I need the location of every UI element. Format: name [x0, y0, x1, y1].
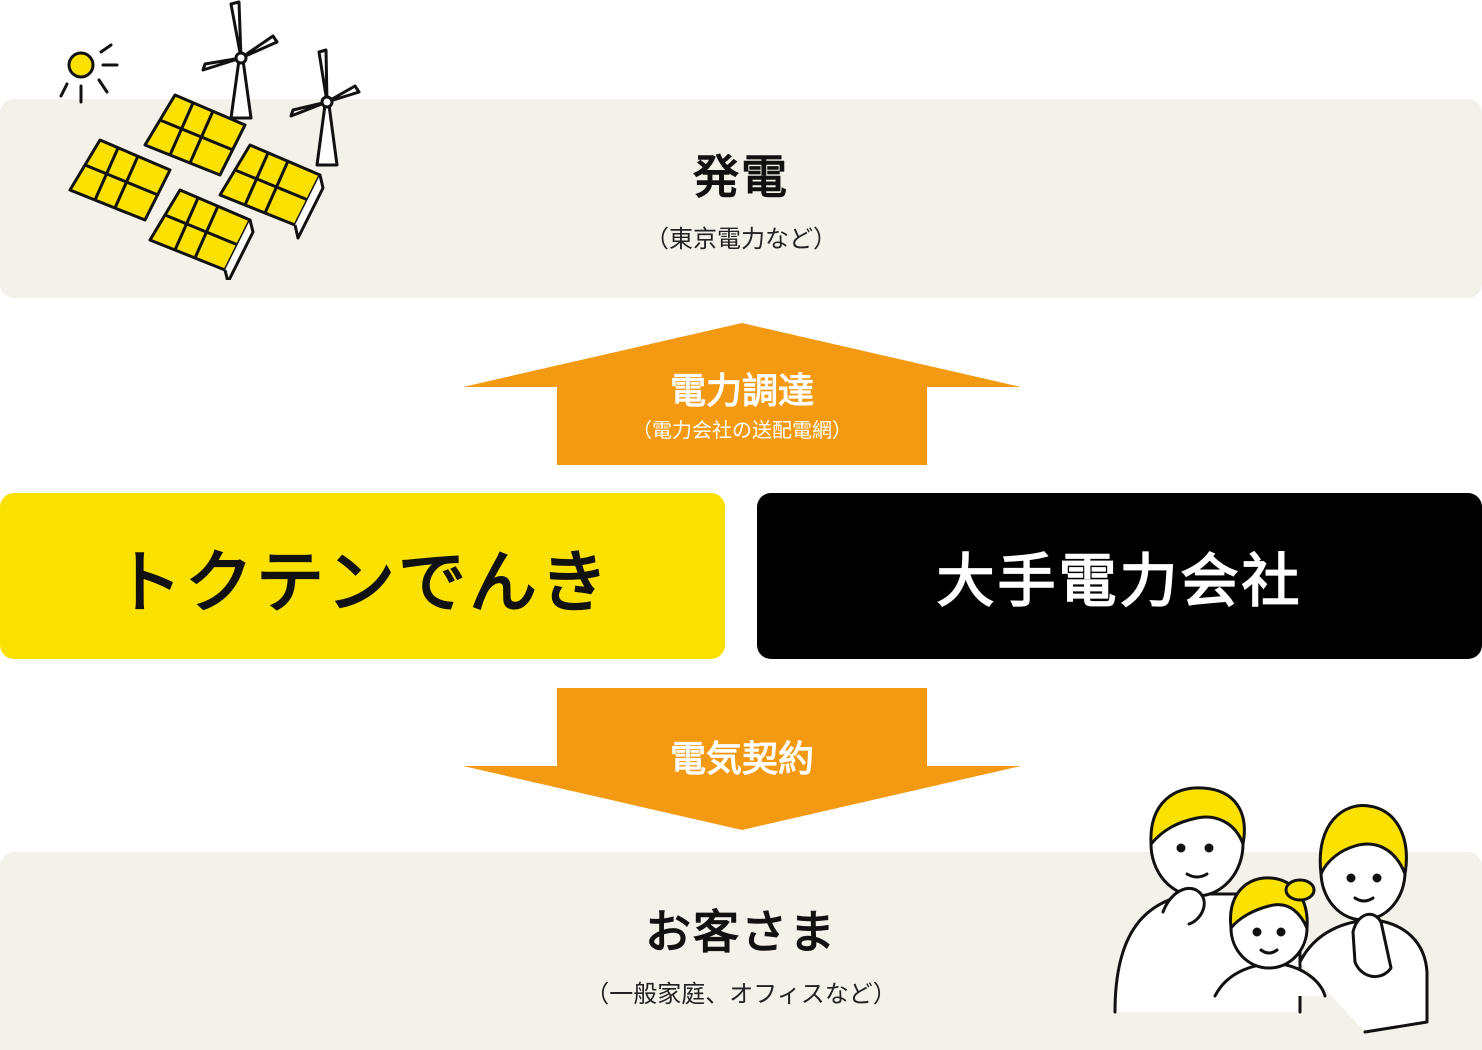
- major-power-company-box: 大手電力会社: [757, 493, 1482, 659]
- tokuten-denki-box: トクテンでんき: [0, 493, 725, 659]
- family-icon: [1113, 786, 1429, 1034]
- procurement-arrow: [463, 323, 1021, 465]
- procurement-subtitle: （電力会社の送配電網）: [632, 418, 852, 442]
- tokuten-denki-label: トクテンでんき: [113, 543, 611, 623]
- customer-title: お客さま: [645, 905, 837, 959]
- contract-arrow: [463, 688, 1021, 830]
- major-power-company-label: 大手電力会社: [936, 547, 1303, 615]
- solar-panel-icon: [68, 93, 325, 280]
- contract-title: 電気契約: [669, 739, 814, 780]
- wind-turbine-icon: [201, 0, 361, 167]
- generation-subtitle: （東京電力など）: [645, 225, 837, 253]
- generation-title: 発電: [693, 150, 789, 204]
- renewable-energy-illustration: [59, 0, 361, 280]
- procurement-title: 電力調達: [669, 371, 814, 412]
- sun-icon: [59, 43, 119, 104]
- customer-subtitle: （一般家庭、オフィスなど）: [585, 980, 897, 1008]
